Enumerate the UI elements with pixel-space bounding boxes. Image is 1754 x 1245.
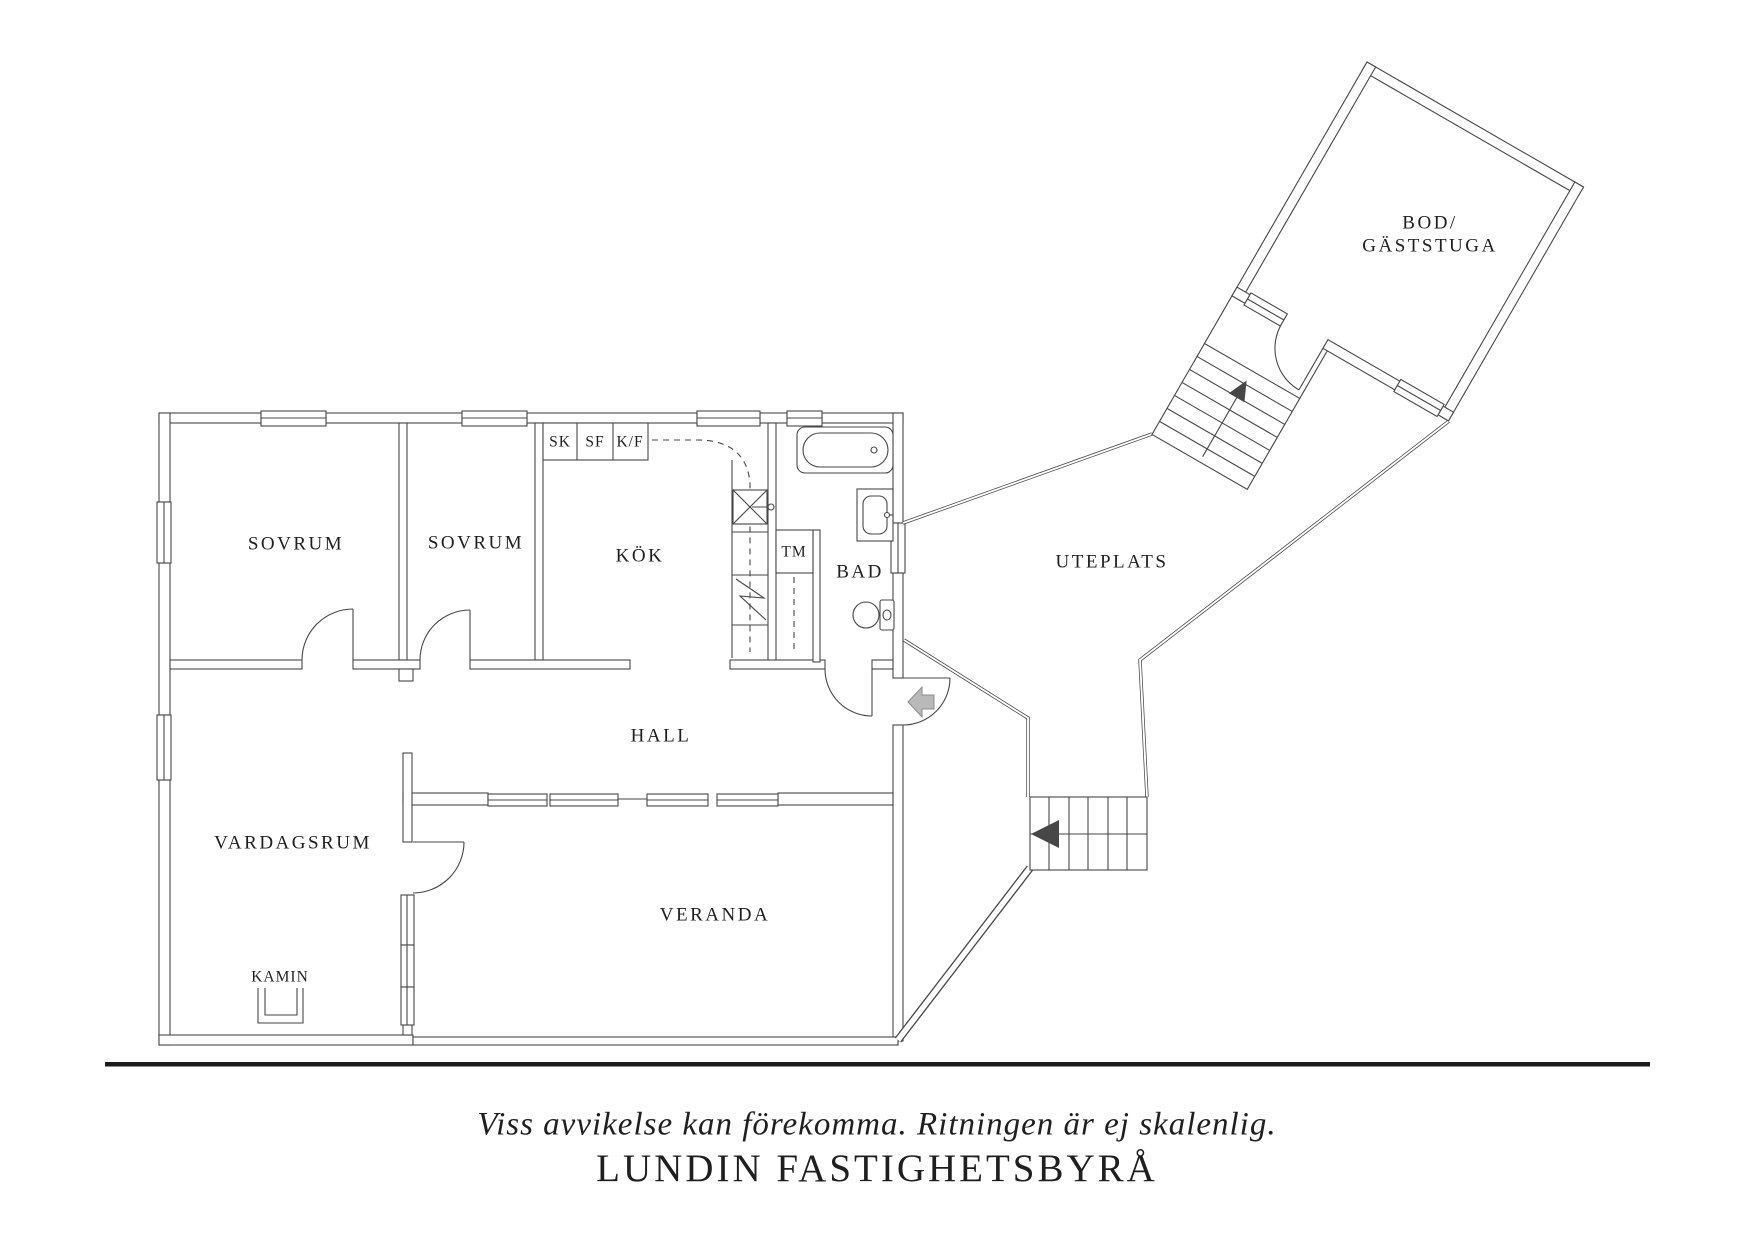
stairs-up-arrow-icon: [1228, 380, 1247, 403]
label-kamin: KAMIN: [251, 969, 309, 986]
windows: [156, 410, 906, 1026]
window: [549, 793, 619, 807]
tall-cabinet: [775, 529, 814, 652]
entry-door: [902, 677, 951, 726]
door-bad: [824, 668, 873, 717]
window: [646, 793, 709, 807]
window: [156, 714, 172, 781]
unit-label-sf: SF: [585, 434, 604, 451]
uteplats-deck: [902, 419, 1451, 798]
door-sovrum-1: [301, 608, 354, 661]
toilet-icon: [852, 599, 895, 631]
veranda-diagonal-wall: [894, 865, 1034, 1043]
kitchen-counter: [542, 422, 649, 461]
ground-baseline: [105, 1062, 1650, 1067]
deck-stairs: [1029, 796, 1148, 871]
window: [890, 522, 906, 574]
fireplace-icon: [257, 988, 304, 1024]
window: [786, 410, 823, 427]
guesthouse-stairs: [1151, 342, 1301, 491]
door-veranda: [412, 841, 465, 894]
room-label-vardagsrum: VARDAGSRUM: [214, 832, 372, 853]
window: [400, 944, 415, 988]
room-label-veranda: VERANDA: [660, 904, 770, 925]
window: [461, 410, 528, 427]
stairs-down-arrow-icon: [1031, 820, 1059, 848]
outer-walls: [158, 412, 904, 1046]
door-guesthouse: [1274, 324, 1324, 391]
room-label-uteplats: UTEPLATS: [1056, 551, 1169, 572]
window: [400, 894, 415, 946]
window: [1393, 378, 1445, 418]
bathroom-sink-icon: [856, 488, 894, 542]
room-labels: SOVRUM SOVRUM KÖK SK SF K/F TM BAD HALL …: [214, 212, 1497, 986]
window: [487, 793, 548, 807]
unit-label-tm: TM: [781, 544, 806, 561]
bathtub-icon: [796, 426, 894, 474]
room-label-sovrum-2: SOVRUM: [428, 532, 524, 553]
interior-walls: [169, 422, 894, 1036]
window: [260, 410, 327, 427]
window: [716, 793, 779, 807]
counter-dashed-edge: [652, 439, 751, 652]
window: [400, 986, 415, 1026]
entry-arrow-icon: [907, 685, 935, 719]
window: [156, 501, 172, 564]
guesthouse: [1151, 61, 1585, 491]
room-label-bod-line1: BOD/: [1402, 212, 1457, 233]
room-label-sovrum-1: SOVRUM: [248, 533, 344, 554]
room-label-bod-line2: GÄSTSTUGA: [1362, 235, 1497, 256]
room-label-hall: HALL: [631, 725, 692, 746]
unit-label-sk: SK: [549, 434, 571, 451]
window: [1243, 292, 1289, 327]
kitchen-sink-icon: [732, 489, 775, 525]
stove-icon: [735, 578, 767, 621]
room-label-bad: BAD: [836, 561, 884, 582]
unit-label-kf: K/F: [616, 434, 643, 451]
guesthouse-landing: [1204, 295, 1328, 399]
kitchen-fixtures: [542, 422, 814, 658]
door-sovrum-2: [419, 609, 471, 661]
window: [696, 410, 761, 427]
brand-text: LUNDIN FASTIGHETSBYRÅ: [596, 1147, 1158, 1190]
doors: [301, 608, 951, 894]
bathroom-fixtures: [796, 426, 895, 631]
footer: Viss avvikelse kan förekomma. Ritningen …: [477, 1107, 1276, 1190]
room-label-kok: KÖK: [616, 545, 665, 566]
disclaimer-text: Viss avvikelse kan förekomma. Ritningen …: [477, 1107, 1276, 1143]
